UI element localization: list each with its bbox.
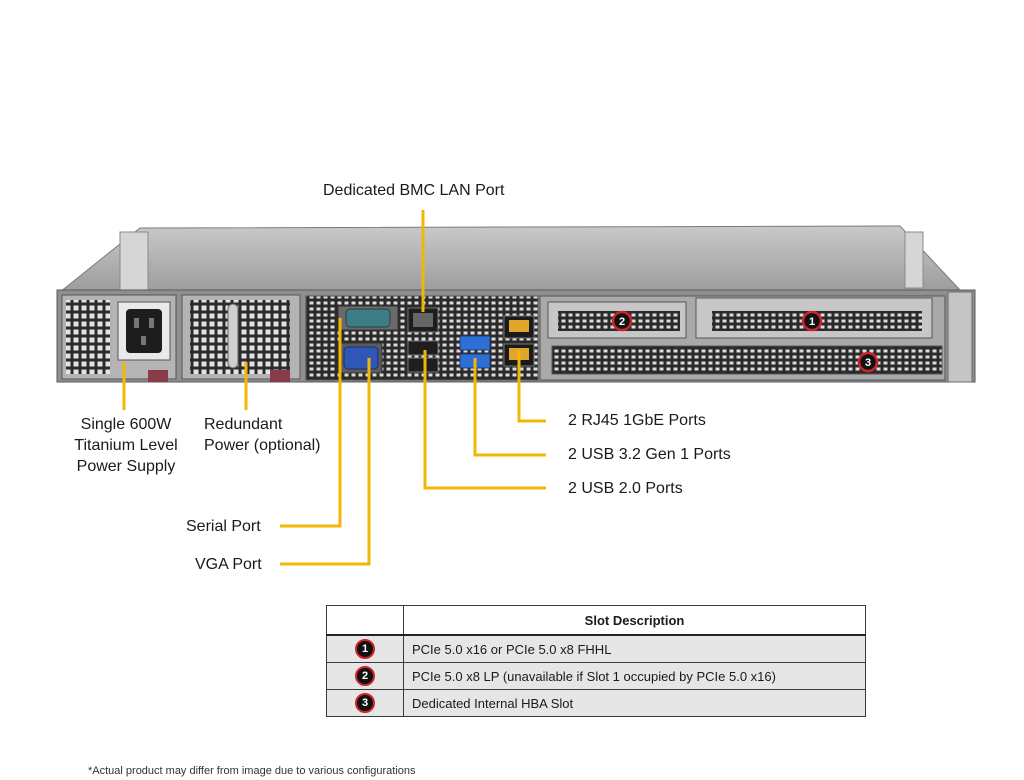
label-usb20-ports: 2 USB 2.0 Ports [568, 480, 683, 497]
label-redundant-line2: Power (optional) [204, 437, 321, 454]
label-psu-line1: Single 600W [80, 416, 172, 433]
slot-description: Dedicated Internal HBA Slot [403, 689, 866, 717]
slot-marker-2: 2 [611, 310, 633, 332]
leader-rj45 [517, 350, 546, 423]
label-rj45-ports: 2 RJ45 1GbE Ports [568, 412, 706, 429]
slot-marker-1-label: 1 [809, 316, 815, 328]
leader-usb20 [423, 350, 546, 490]
leader-serial [280, 318, 342, 528]
table-row: 1 PCIe 5.0 x16 or PCIe 5.0 x8 FHHL [326, 634, 866, 663]
label-bmc-lan-port: Dedicated BMC LAN Port [323, 182, 505, 199]
label-vga-port: VGA Port [195, 556, 262, 573]
slot-marker-3-label: 3 [865, 357, 871, 369]
leader-lines [122, 210, 546, 566]
slot-description-table: Slot Description 1 PCIe 5.0 x16 or PCIe … [326, 605, 866, 717]
leader-usb32 [473, 358, 546, 457]
redundant-power-bay [181, 294, 301, 382]
power-supply [61, 294, 177, 382]
slot-badge: 1 [355, 639, 375, 659]
leader-vga [280, 358, 371, 566]
disclaimer-text: *Actual product may differ from image du… [88, 765, 416, 777]
slot-marker-2-label: 2 [619, 316, 625, 328]
slot-marker-3: 3 [857, 351, 879, 373]
slot-description: PCIe 5.0 x8 LP (unavailable if Slot 1 oc… [403, 662, 866, 690]
table-row: 2 PCIe 5.0 x8 LP (unavailable if Slot 1 … [326, 662, 866, 690]
label-redundant-line1: Redundant [204, 416, 283, 433]
slot-badge: 3 [355, 693, 375, 713]
slot-header: Slot Description [403, 605, 866, 636]
table-row: 3 Dedicated Internal HBA Slot [326, 689, 866, 717]
slot-description: PCIe 5.0 x16 or PCIe 5.0 x8 FHHL [403, 634, 866, 663]
slot-badge: 2 [355, 666, 375, 686]
label-psu-line2: Titanium Level [74, 437, 178, 454]
slot-header-empty [326, 605, 404, 636]
label-usb32-ports: 2 USB 3.2 Gen 1 Ports [568, 446, 731, 463]
expansion-slots [539, 295, 946, 381]
label-serial-port: Serial Port [186, 518, 261, 535]
slot-marker-1: 1 [801, 310, 823, 332]
label-psu-line3: Power Supply [76, 458, 176, 475]
